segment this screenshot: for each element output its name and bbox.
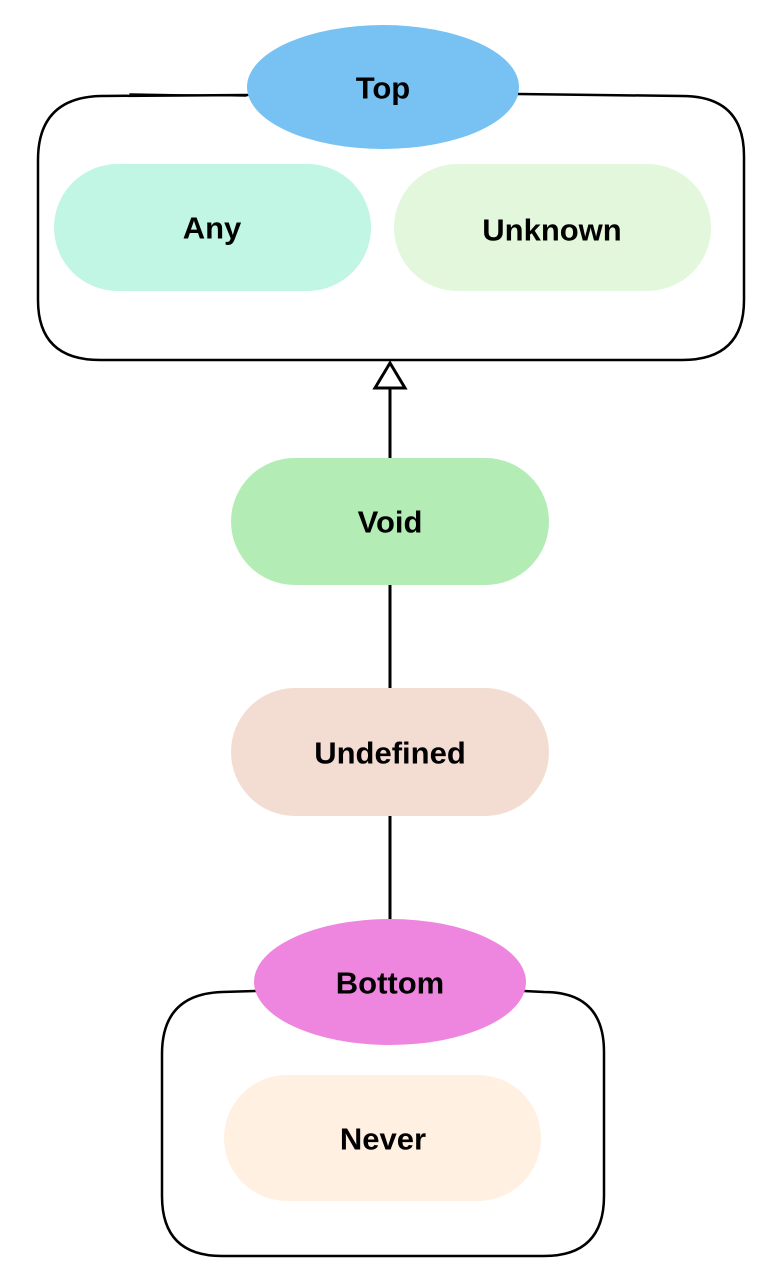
inheritance-arrowhead — [372, 360, 408, 390]
any-node-label: Any — [183, 211, 242, 246]
top-group-container — [36, 92, 746, 362]
unknown-node-label: Unknown — [482, 213, 622, 248]
bottom-node-label: Bottom — [336, 966, 444, 1001]
bottom-node — [254, 919, 526, 1045]
never-node-label: Never — [340, 1122, 426, 1157]
undefined-node — [231, 688, 549, 816]
unknown-node — [394, 164, 711, 291]
top-group: Top Any Unknown — [36, 25, 746, 362]
top-node-label: Top — [356, 71, 411, 106]
never-node — [224, 1075, 541, 1201]
any-node — [54, 164, 371, 291]
edges — [372, 360, 408, 920]
void-node — [231, 458, 549, 585]
void-node-label: Void — [358, 505, 423, 540]
bottom-group-container — [160, 989, 606, 1258]
undefined-node-label: Undefined — [314, 736, 466, 771]
bottom-group: Bottom Never — [160, 919, 606, 1258]
top-node — [247, 25, 519, 149]
